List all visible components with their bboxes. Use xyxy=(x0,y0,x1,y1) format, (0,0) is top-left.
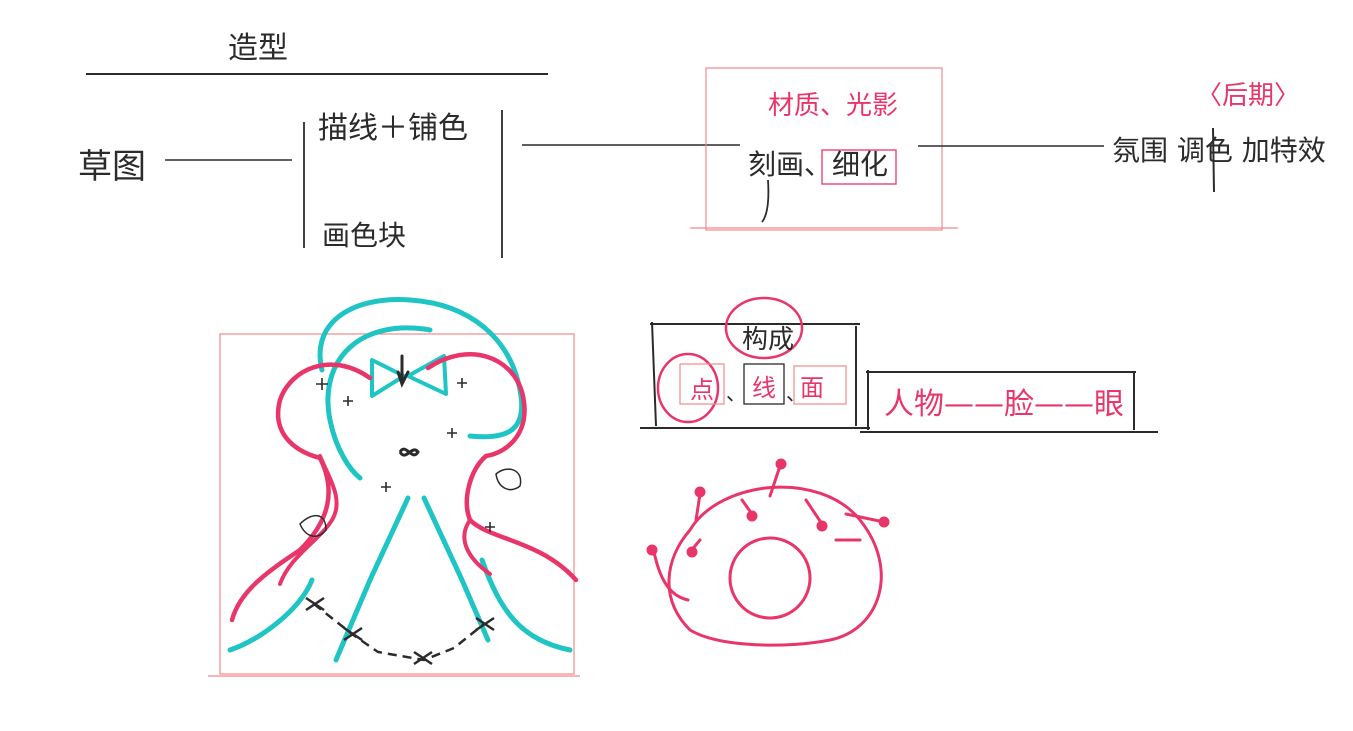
point-box xyxy=(679,363,725,405)
sparkle-marks xyxy=(316,378,495,532)
face-ribbon-black xyxy=(398,447,420,457)
point-circle xyxy=(656,352,720,424)
head-structure-doodle xyxy=(646,458,890,647)
step-render-detail: 刻画、细化 xyxy=(748,148,888,181)
post-long-stroke xyxy=(1212,127,1215,193)
bow-center-black xyxy=(396,354,410,388)
hair-outline-teal xyxy=(317,297,525,481)
hair-outer-red xyxy=(278,454,492,586)
line-label: 线 xyxy=(752,374,776,402)
composition-circle xyxy=(724,296,804,360)
head-outer-shape xyxy=(667,485,883,647)
ribbon-chain-black xyxy=(313,603,485,662)
wing-right xyxy=(495,468,522,491)
composition-frame xyxy=(640,321,870,429)
step-post-items: 氛围 调色 加特效 xyxy=(1112,134,1326,167)
head-inner-circle xyxy=(728,536,812,620)
step-material-light: 材质、光影 xyxy=(768,91,898,121)
ribbon-knots xyxy=(305,596,495,666)
wing-left xyxy=(299,515,327,537)
workflow-diagram: 造型 草图 描线＋铺色 画色块 材质、光影 刻画、细化 〈后期〉 氛围 调色 加… xyxy=(78,31,1326,258)
hair-strand-marks xyxy=(646,458,890,602)
hierarchy-label: 人物——脸——眼 xyxy=(884,387,1124,422)
composition-label: 构成 xyxy=(742,325,794,355)
step-draft: 草图 xyxy=(78,147,146,187)
title-zaoxing: 造型 xyxy=(228,31,288,66)
plane-box xyxy=(793,365,847,405)
hierarchy-box: 人物——脸——眼 xyxy=(860,370,1158,433)
render-hook-stroke xyxy=(761,179,770,223)
step-post-label: 〈后期〉 xyxy=(1196,81,1300,111)
character-sketch xyxy=(208,297,580,677)
step-lineart-base: 描线＋铺色 xyxy=(318,111,468,146)
sketch-guide-frame xyxy=(219,333,575,675)
hierarchy-frame xyxy=(860,370,1158,433)
detail-highlight-box xyxy=(821,149,897,185)
point-line-separator: 、 xyxy=(726,381,746,405)
step-color-blocks: 画色块 xyxy=(322,219,406,252)
line-box xyxy=(743,363,785,405)
point-label: 点 xyxy=(690,376,714,404)
render-guide-frame xyxy=(705,67,943,231)
body-teal-strokes xyxy=(227,495,573,663)
line-plane-separator: 、 xyxy=(786,381,806,405)
plane-label: 面 xyxy=(800,374,824,402)
composition-box: 构成 点 、 线 、 面 xyxy=(640,296,870,429)
